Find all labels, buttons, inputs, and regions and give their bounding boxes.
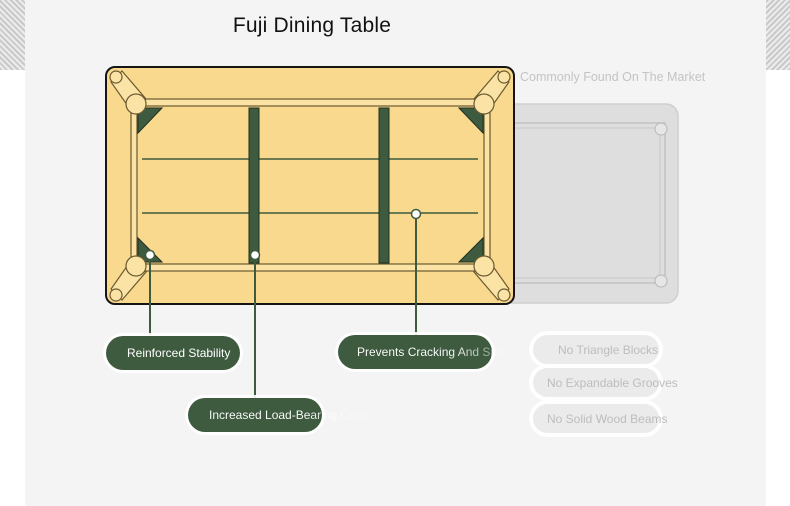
callout-dot-load: [249, 249, 261, 261]
market-pill-beams: No Solid Wood Beams: [533, 404, 668, 433]
callout-dot-cracking: [410, 208, 422, 220]
feature-label: Increased Load-Bearing Capacity: [209, 408, 388, 422]
leg-tl: [125, 93, 147, 115]
leg-foot-tl: [109, 70, 123, 84]
market-pill-grooves: No Expandable Grooves: [533, 368, 678, 397]
leg-br: [473, 255, 495, 277]
leg-foot-bl: [109, 288, 123, 302]
market-leg-top: [654, 122, 668, 136]
market-leg-bottom: [654, 274, 668, 288]
market-table: [487, 103, 679, 304]
market-feature-label: No Solid Wood Beams: [547, 411, 668, 426]
triangle-block-tl: [137, 107, 164, 135]
triangle-block-br: [457, 236, 484, 263]
market-feature-label: No Triangle Blocks: [558, 342, 659, 357]
market-feature-label: No Expandable Grooves: [547, 375, 678, 390]
callout-dot-stability: [144, 249, 156, 261]
leg-foot-br: [497, 288, 511, 302]
fuji-table: [105, 66, 515, 305]
page-title: Fuji Dining Table: [232, 14, 392, 37]
feature-label: Prevents Cracking And Splitting: [357, 345, 526, 359]
market-pill-triangle-blocks: No Triangle Blocks: [533, 335, 659, 364]
market-comparison-label: Commonly Found On The Market: [520, 70, 706, 84]
feature-pill-load-bearing: Increased Load-Bearing Capacity: [188, 398, 387, 432]
leg-bl: [125, 255, 147, 277]
feature-label: Reinforced Stability: [127, 346, 231, 360]
leg-tr: [473, 93, 495, 115]
feature-pill-stability: Reinforced Stability: [106, 336, 240, 370]
solid-wood-beam-right: [378, 107, 390, 264]
triangle-block-tr: [457, 107, 484, 135]
leg-foot-tr: [497, 70, 511, 84]
feature-pill-cracking: Prevents Cracking And Splitting: [338, 335, 525, 369]
fabric-texture-left: [0, 0, 25, 70]
solid-wood-beam-left: [248, 107, 260, 264]
fabric-texture-right: [766, 0, 790, 70]
